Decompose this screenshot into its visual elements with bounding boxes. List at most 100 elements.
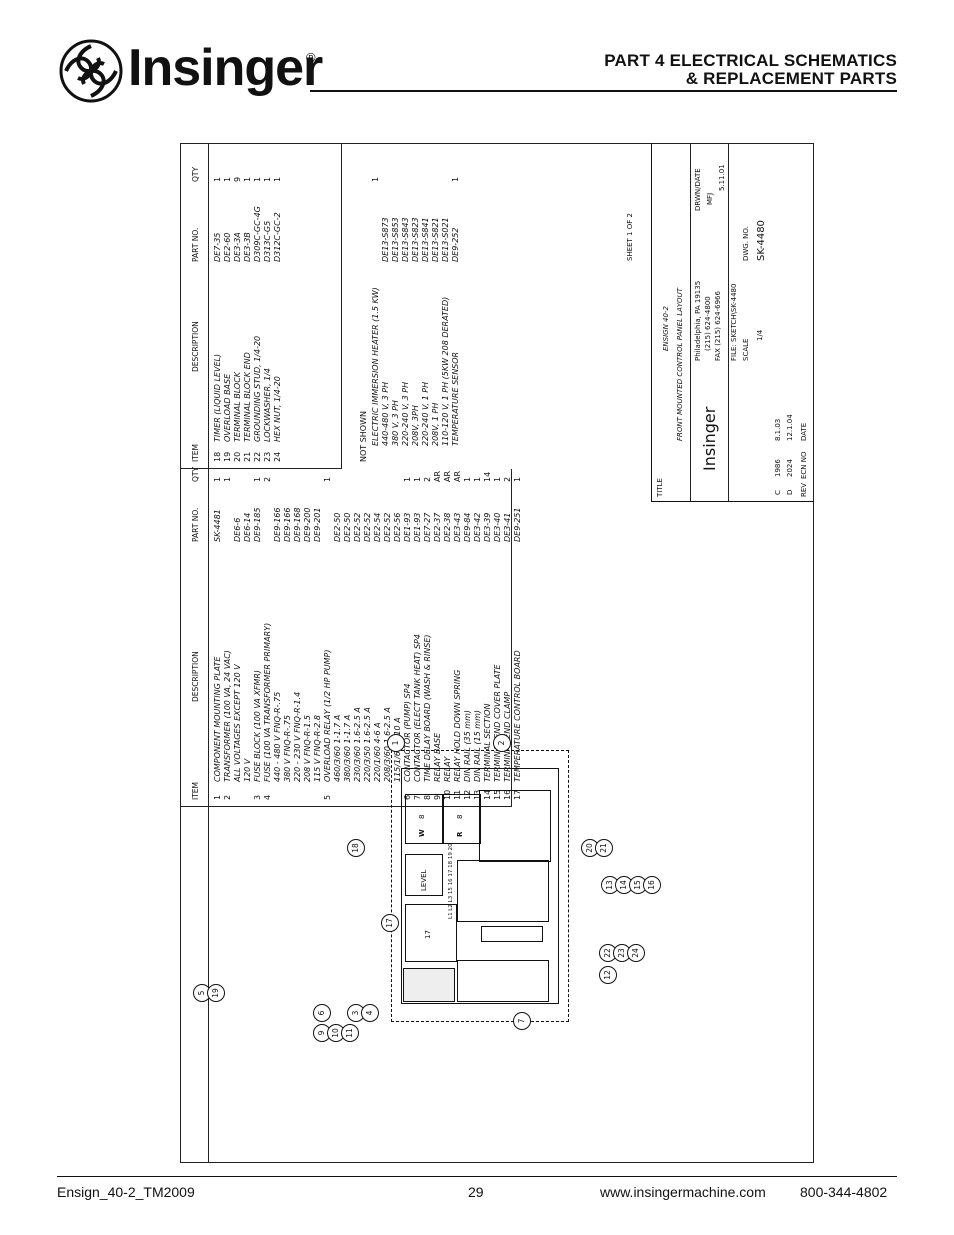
main-row-item: 4 — [263, 794, 272, 800]
main-row-part-no: DE7-27 — [423, 512, 432, 542]
not-shown-row-part-no: DE13-S843 — [401, 217, 410, 262]
sec-row-description: TIMER (LIQUID LEVEL) — [213, 353, 222, 442]
not-shown-row-part-no: DE13-S873 — [381, 217, 390, 262]
main-row-item: 3 — [253, 794, 262, 800]
sec-header-desc: DESCRIPTION — [191, 321, 200, 372]
sec-row-part-no: D313C-G5 — [263, 220, 272, 262]
callout-6: 6 — [313, 1004, 331, 1022]
sec-row-description: HEX NUT, 1/4-20 — [273, 376, 282, 442]
sec-row-description: GROUNDING STUD, 1/4-20 — [253, 335, 262, 442]
main-row-part-no: SK-4481 — [213, 509, 222, 542]
main-row-part-no: DE2-52 — [363, 512, 372, 542]
main-row-qty: 1 — [473, 476, 482, 482]
sec-header-item: ITEM — [191, 443, 200, 462]
main-row-part-no: DE2-50 — [333, 512, 342, 542]
main-row-qty: 1 — [403, 476, 412, 482]
main-row-qty: 1 — [493, 476, 502, 482]
page-title-line1: PART 4 ELECTRICAL SCHEMATICS — [604, 51, 897, 70]
not-shown-row-part-no: DE13-S021 — [441, 217, 450, 262]
drawn-date: 5.11.01 — [718, 164, 726, 191]
main-row-part-no: DE3-40 — [493, 512, 502, 542]
main-header-desc: DESCRIPTION — [191, 651, 200, 702]
title-label: TITLE — [656, 478, 664, 497]
main-row-qty: 1 — [413, 476, 422, 482]
not-shown-row-description: 380 V, 3 PH — [391, 400, 400, 446]
main-row-part-no: DE9-185 — [253, 507, 262, 542]
rev-ecn: 1986 — [774, 459, 782, 477]
callout-16: 16 — [643, 876, 661, 894]
title-block-brand: Insinger — [700, 406, 719, 471]
main-row-qty: 1 — [323, 476, 332, 482]
drawing-title: FRONT MOUNTED CONTROL PANEL LAYOUT — [676, 288, 684, 441]
main-row-description: 220/1/60 4-6 A — [373, 722, 382, 782]
sec-row-part-no: D312C-GC-2 — [273, 212, 282, 262]
table-bottom-rule-b — [341, 144, 342, 469]
rev-date: 12.1.04 — [786, 414, 794, 441]
main-row-part-no: DE3-42 — [473, 512, 482, 542]
main-row-part-no: DE2-50 — [343, 512, 352, 542]
not-shown-row-qty: 1 — [371, 176, 380, 182]
sec-row-part-no: DE3-3B — [243, 232, 252, 262]
not-shown-label: NOT SHOWN — [359, 411, 368, 462]
sec-row-item: 19 — [223, 451, 232, 462]
not-shown-row-description: ELECTRIC IMMERSION HEATER (1.5 KW) — [371, 287, 380, 446]
main-row-qty: 14 — [483, 471, 492, 482]
main-row-part-no: DE2-37 — [433, 512, 442, 542]
phone: (215) 624-4800 — [704, 296, 712, 351]
main-row-qty: 1 — [253, 476, 262, 482]
main-row-description: 460/3/60 1-1.7 A — [333, 714, 342, 782]
page-title: PART 4 ELECTRICAL SCHEMATICS & REPLACEME… — [604, 52, 897, 88]
brand-name: Insinger — [128, 39, 323, 97]
contactors — [457, 960, 549, 1002]
footer-phone: 800-344-4802 — [800, 1184, 888, 1200]
main-row-part-no: DE9-84 — [463, 512, 472, 542]
callout-2: 2 — [493, 734, 511, 752]
main-row-item: 1 — [213, 794, 222, 800]
rev-letter: D — [786, 489, 794, 495]
time-delay-board-r: R 8 — [443, 794, 481, 844]
transformer — [479, 790, 551, 862]
registered-mark: ® — [306, 50, 316, 65]
main-row-part-no: DE9-200 — [303, 507, 312, 542]
footer-website[interactable]: www.insingermachine.com — [600, 1184, 766, 1200]
callout-21: 21 — [595, 839, 613, 857]
main-row-part-no: DE1-93 — [413, 512, 422, 542]
main-row-description: 220/3/50 1.6-2.5 A — [363, 707, 372, 782]
drawn-by: MFJ — [706, 192, 714, 205]
callout-24: 24 — [627, 944, 645, 962]
main-row-part-no: DE9-168 — [293, 507, 302, 542]
sec-row-qty: 1 — [253, 176, 262, 182]
main-row-part-no: DE3-39 — [483, 512, 492, 542]
table-header-rule — [208, 144, 209, 1162]
dwg-label: DWG. NO. — [742, 226, 750, 261]
callout-12: 12 — [599, 966, 617, 984]
main-row-description: ALL VOLTAGES EXCEPT 120 V — [233, 664, 242, 782]
time-delay-board-w: W 8 — [405, 794, 443, 844]
main-row-description: TRANSFORMER (100 VA, 24 VAC) — [223, 650, 232, 782]
main-row-part-no: DE2-56 — [393, 512, 402, 542]
footer-page-number: 29 — [468, 1184, 484, 1200]
sec-row-qty: 9 — [233, 176, 242, 182]
main-row-description: 230/3/60 1.6-2.5 A — [353, 707, 362, 782]
board-w-label: W — [418, 829, 426, 837]
sec-row-item: 20 — [233, 451, 242, 462]
main-row-item: 5 — [323, 794, 332, 800]
main-row-qty: 1 — [463, 476, 472, 482]
level-label: LEVEL — [420, 869, 428, 891]
rev-letter: C — [774, 490, 782, 495]
sec-row-qty: 1 — [213, 176, 222, 182]
sec-row-qty: 1 — [223, 176, 232, 182]
main-row-qty: AR — [453, 470, 462, 482]
main-row-part-no: DE6-6 — [233, 517, 242, 542]
not-shown-row-qty: 1 — [451, 176, 460, 182]
not-shown-row-description: 220-240 V, 1 PH — [421, 381, 430, 446]
main-row-qty: AR — [443, 470, 452, 482]
callout-11: 11 — [341, 1024, 359, 1042]
page-title-line2: & REPLACEMENT PARTS — [685, 69, 897, 88]
insinger-swirl-icon — [59, 39, 123, 103]
sec-row-description: TERMINAL BLOCK END — [243, 352, 252, 442]
callout-18: 18 — [347, 839, 365, 857]
sheet-number: SHEET 1 OF 2 — [626, 213, 634, 261]
